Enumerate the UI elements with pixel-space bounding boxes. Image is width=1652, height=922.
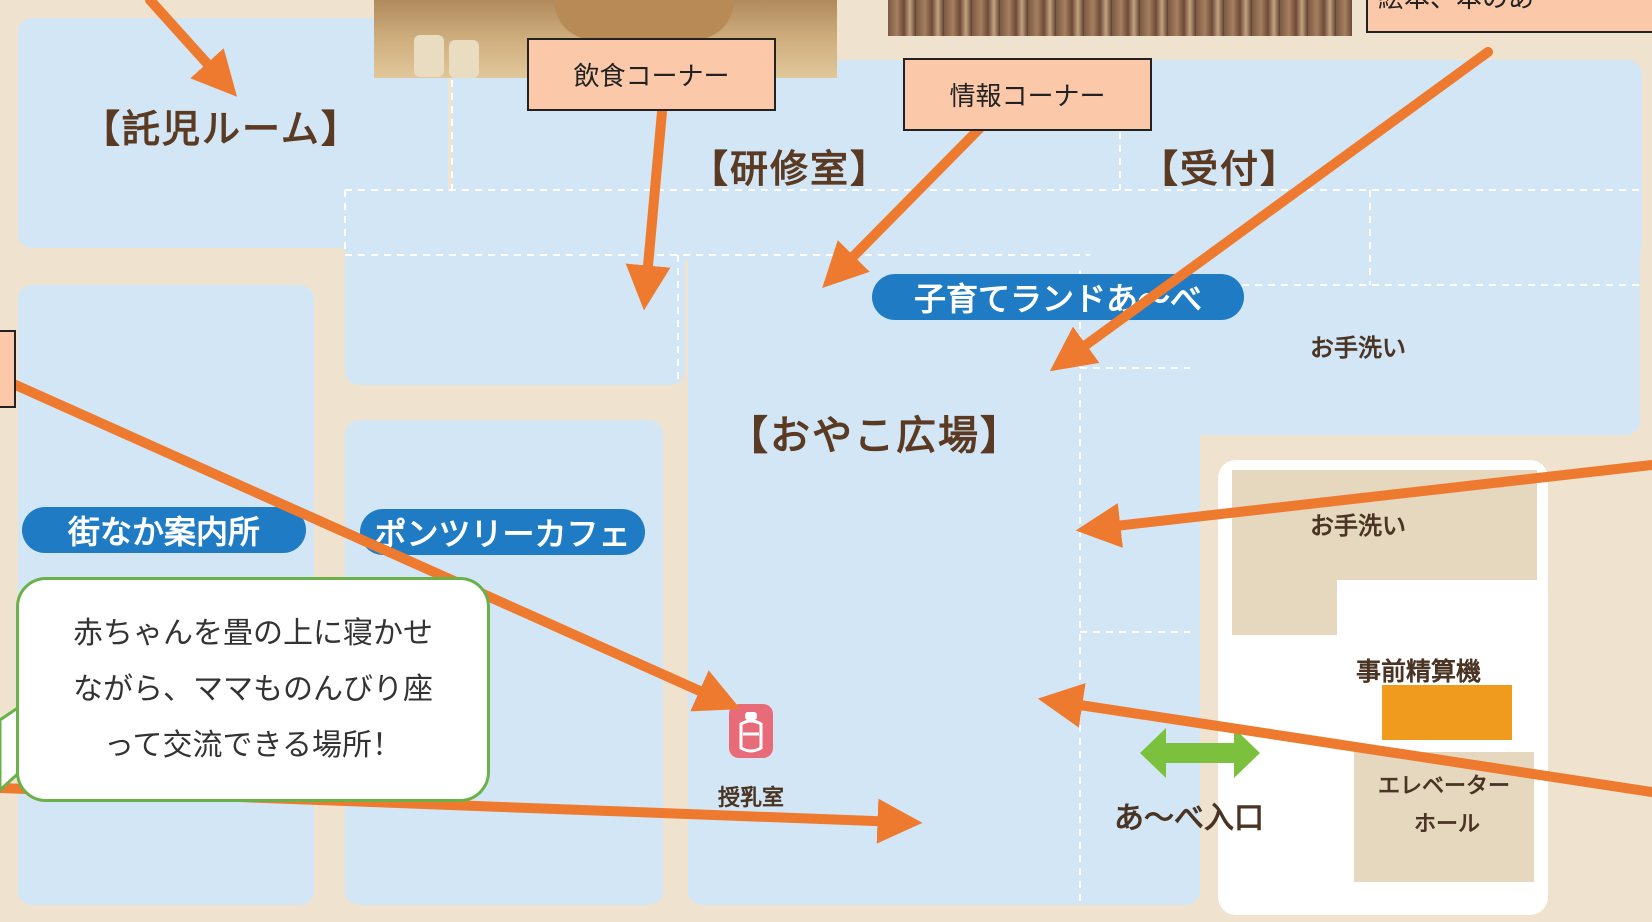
books-corner-tag: 絵本、本のあ [1366,0,1652,33]
restroom-box-lower [1232,580,1337,635]
nursing-area-speech-bubble: 赤ちゃんを畳の上に寝かせ ながら、ママものんびり座 って交流できる場所！ [16,577,490,802]
training-room-title: 【研修室】 [690,147,891,191]
entrance-label: あ～べ入口 [1114,801,1264,836]
info-corner-photo [888,0,1352,36]
bubble-line-3: って交流できる場所！ [104,727,402,763]
nursery-room-title: 【託児ルーム】 [82,107,361,151]
nursing-room-icon [729,704,773,758]
prepayment-machine-box [1382,685,1512,740]
nursing-room-label: 授乳室 [718,786,785,811]
kosodate-land-pill: 子育てランドあ～べ [872,274,1244,320]
entrance-double-arrow-icon [1140,728,1260,778]
elevator-hall-label-2: ホール [1414,812,1481,837]
reception-title: 【受付】 [1140,147,1301,191]
right-mid-zone [1080,380,1200,905]
machinaka-info-pill: 街なか案内所 [22,507,306,553]
right-upper-zone [1180,190,1640,435]
prepayment-machine-label: 事前精算機 [1356,657,1482,686]
info-corner-tag: 情報コーナー [903,58,1152,131]
bubble-line-2: ながら、ママものんびり座 [73,671,433,707]
parent-child-plaza-title: 【おやこ広場】 [728,413,1022,459]
ponzuri-cafe-pill: ポンツリーカフェ [360,509,645,555]
left-edge-tag [0,330,16,408]
dining-corner-tag: 飲食コーナー [527,38,776,111]
restroom-label-upper: お手洗い [1310,334,1406,362]
elevator-hall-label-1: エレベーター [1378,774,1511,799]
restroom-label-lower: お手洗い [1310,512,1406,540]
bubble-line-1: 赤ちゃんを畳の上に寝かせ [73,615,433,651]
